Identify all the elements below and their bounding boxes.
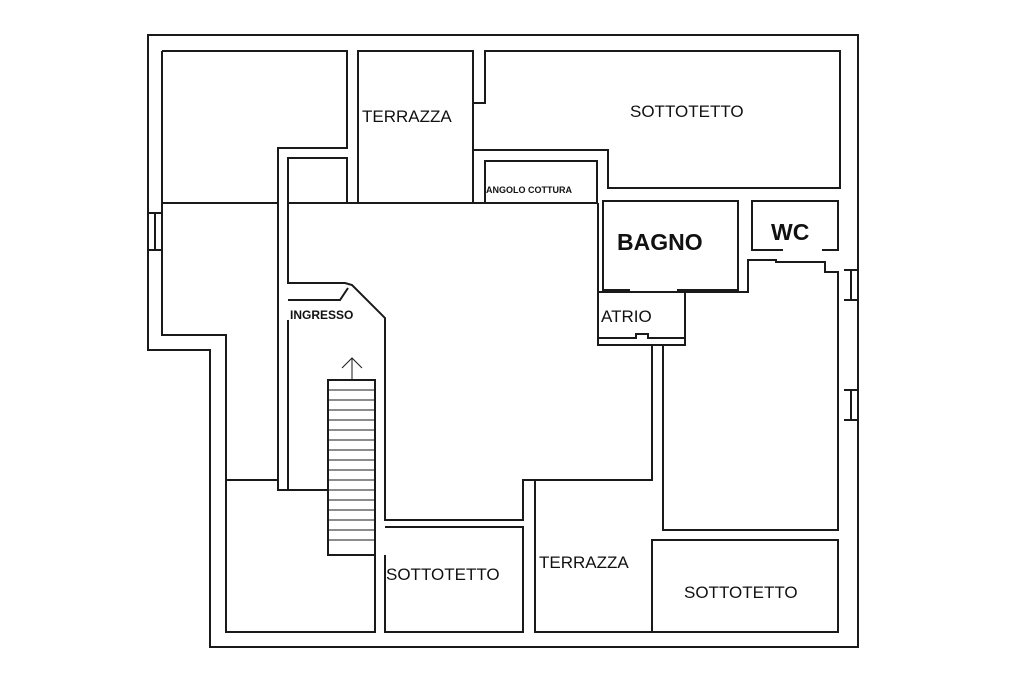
wall	[287, 203, 535, 521]
window	[844, 389, 858, 421]
room-label-terrazza: TERRAZZA	[539, 553, 629, 572]
wall	[162, 50, 348, 491]
room-label-sottotetto: SOTTOTETTO	[630, 102, 744, 121]
room-label-atrio: ATRIO	[601, 307, 652, 326]
room-label-bagno: BAGNO	[617, 229, 703, 255]
wall	[484, 160, 598, 203]
wall	[534, 345, 839, 633]
room-label-wc: WC	[771, 219, 810, 245]
window	[844, 269, 858, 301]
stairs	[327, 357, 376, 556]
room-label-sottotetto: SOTTOTETTO	[684, 583, 798, 602]
atrio-walls	[597, 291, 685, 339]
wall	[287, 320, 328, 491]
wall	[288, 287, 349, 301]
room-label-sottotetto: SOTTOTETTO	[386, 565, 500, 584]
wall	[357, 50, 474, 203]
stair-arrow-icon	[341, 357, 363, 380]
outer-wall	[147, 34, 859, 648]
room-label-terrazza: TERRAZZA	[362, 107, 452, 126]
bagno-walls	[602, 200, 739, 291]
wall	[161, 51, 376, 633]
room-label-ingresso: INGRESSO	[290, 308, 354, 322]
wall	[473, 50, 841, 189]
wc-walls	[751, 200, 839, 251]
window	[148, 212, 163, 251]
wall	[384, 526, 524, 633]
wall	[287, 157, 348, 203]
room-label-angolo-cottura: ANGOLO COTTURA	[486, 185, 572, 195]
wall	[597, 203, 839, 531]
